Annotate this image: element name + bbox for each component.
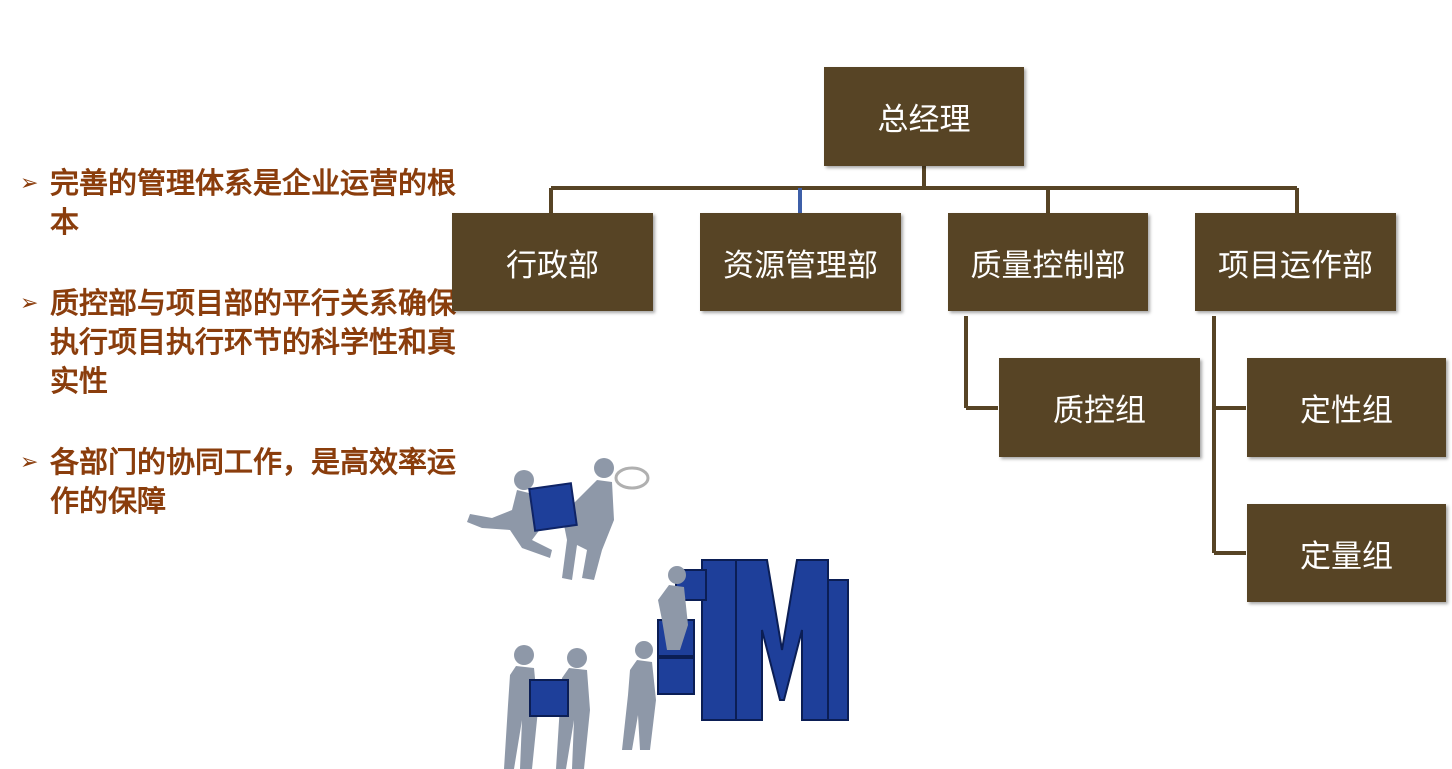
org-node-group: 质控组 xyxy=(999,358,1200,457)
org-node-group: 定性组 xyxy=(1247,358,1446,457)
bullet-item: ➢ 质控部与项目部的平行关系确保执行项目执行环节的科学性和真实性 xyxy=(20,284,460,401)
arrow-right-icon: ➢ xyxy=(20,450,39,475)
org-node-department: 资源管理部 xyxy=(700,213,901,311)
bullet-text: 质控部与项目部的平行关系确保执行项目执行环节的科学性和真实性 xyxy=(50,286,457,398)
org-node-root: 总经理 xyxy=(824,67,1024,166)
bullet-item: ➢ 各部门的协同工作，是高效率运作的保障 xyxy=(20,443,460,521)
org-node-department: 项目运作部 xyxy=(1195,213,1396,311)
teamwork-figures-illustration xyxy=(467,458,849,769)
bullet-text: 完善的管理体系是企业运营的根本 xyxy=(50,166,457,239)
org-node-department: 质量控制部 xyxy=(948,213,1148,311)
arrow-right-icon: ➢ xyxy=(20,171,39,196)
org-node-department: 行政部 xyxy=(452,213,653,311)
bullet-text: 各部门的协同工作，是高效率运作的保障 xyxy=(50,445,457,518)
arrow-right-icon: ➢ xyxy=(20,291,39,316)
bullet-list: ➢ 完善的管理体系是企业运营的根本 ➢ 质控部与项目部的平行关系确保执行项目执行… xyxy=(20,164,460,563)
org-node-group: 定量组 xyxy=(1247,504,1446,602)
bullet-item: ➢ 完善的管理体系是企业运营的根本 xyxy=(20,164,460,242)
